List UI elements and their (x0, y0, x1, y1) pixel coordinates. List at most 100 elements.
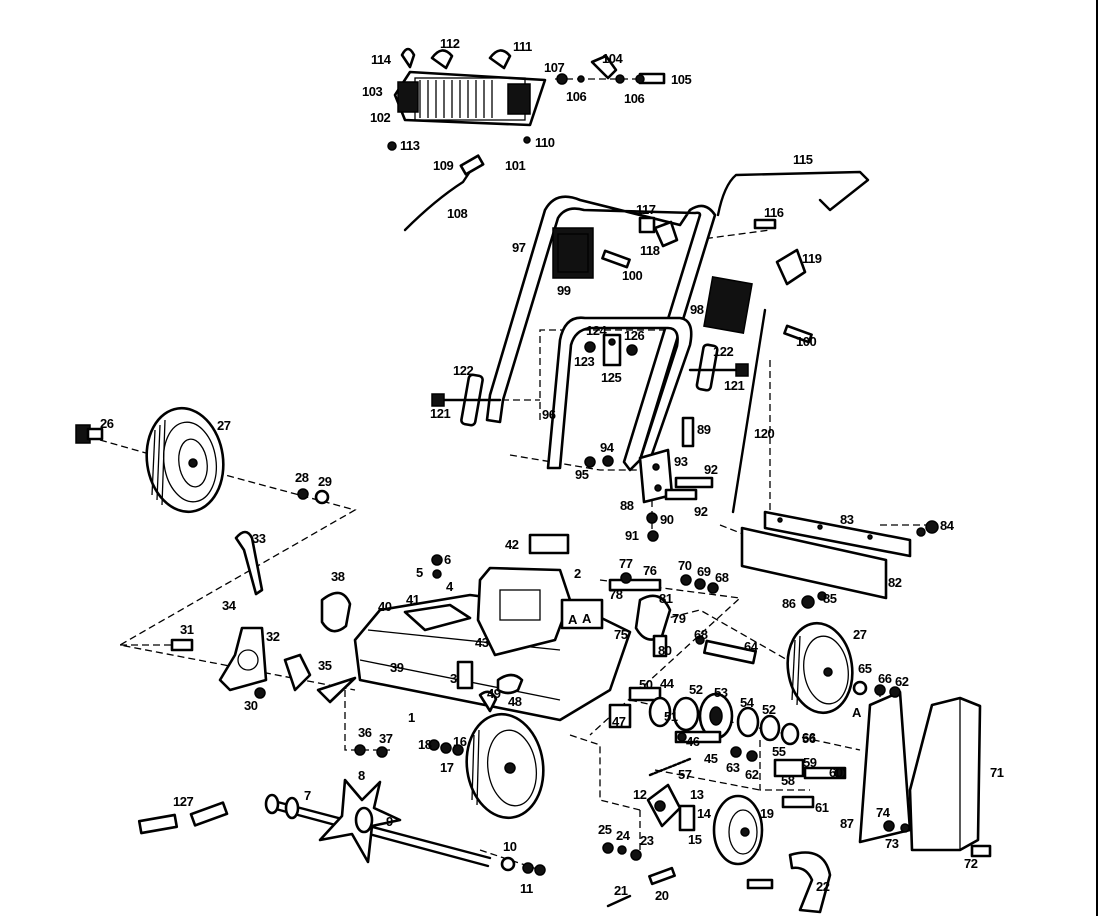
label-83: 83 (840, 512, 854, 527)
label-96: 96 (542, 407, 556, 422)
label-89: 89 (697, 422, 711, 437)
label-86: 86 (782, 596, 796, 611)
label-68-right: 68 (715, 570, 729, 585)
label-62-bottom: 62 (745, 767, 759, 782)
label-17: 17 (440, 760, 454, 775)
label-37: 37 (379, 731, 393, 746)
label-74: 74 (876, 805, 891, 820)
label-27-left: 27 (217, 418, 231, 433)
label-15: 15 (688, 832, 702, 847)
rear-flap-82 (740, 526, 888, 600)
label-95: 95 (575, 467, 589, 482)
tine-shaft (137, 778, 546, 876)
label-31: 31 (180, 622, 194, 637)
label-48: 48 (508, 694, 522, 709)
chute-38 (320, 591, 352, 633)
label-55: 55 (772, 744, 786, 759)
wheel-front-left (465, 712, 545, 820)
label-11: 11 (520, 881, 533, 896)
label-24: 24 (616, 828, 631, 843)
label-94: 94 (600, 440, 615, 455)
label-73: 73 (885, 836, 899, 851)
label-112: 112 (440, 36, 460, 51)
label-79: 79 (672, 611, 686, 626)
label-69: 69 (697, 564, 711, 579)
label-121-left: 121 (430, 406, 450, 421)
label-68-left: 68 (694, 627, 708, 642)
label-66-top: 66 (878, 671, 892, 686)
label-28: 28 (295, 470, 309, 485)
label-104: 104 (602, 51, 623, 66)
label-8: 8 (358, 768, 365, 783)
throttle-cable (403, 162, 477, 232)
label-33: 33 (252, 531, 266, 546)
rear-flap-83 (763, 510, 912, 558)
handle-knob-left (431, 373, 502, 427)
label-121-right: 121 (724, 378, 744, 393)
label-27-right: 27 (853, 627, 867, 642)
wheel-left-rear (145, 406, 225, 514)
label-126: 126 (624, 328, 644, 343)
label-22: 22 (816, 879, 830, 894)
label-14: 14 (697, 806, 712, 821)
label-39: 39 (390, 660, 404, 675)
label-72: 72 (964, 856, 978, 871)
label-42: 42 (505, 537, 519, 552)
label-50: 50 (639, 677, 653, 692)
label-93: 93 (674, 454, 688, 469)
label-25: 25 (598, 822, 612, 837)
handle-knob-right (688, 343, 749, 392)
label-116: 116 (764, 205, 784, 220)
bracket-119 (775, 248, 807, 286)
label-117: 117 (636, 202, 656, 217)
label-59: 59 (803, 755, 817, 770)
mower-deck (353, 533, 632, 722)
label-78: 78 (609, 587, 623, 602)
label-81: 81 (659, 591, 673, 606)
top-bracket-hardware (556, 54, 666, 85)
handle-assembly (387, 47, 870, 542)
wheel-right-rear (786, 621, 854, 715)
drive-train (602, 572, 847, 914)
control-rod (716, 170, 870, 217)
label-106-left: 106 (566, 89, 586, 104)
label-57: 57 (678, 767, 692, 782)
label-56: 56 (802, 731, 816, 746)
label-84: 84 (940, 518, 955, 533)
label-80: 80 (658, 643, 672, 658)
label-97: 97 (512, 240, 526, 255)
height-adjuster (170, 530, 357, 704)
upper-handle-bar (485, 195, 717, 472)
label-120: 120 (754, 426, 774, 441)
label-124: 124 (586, 323, 607, 338)
label-123: 123 (574, 354, 594, 369)
label-1: 1 (408, 710, 415, 725)
label-118: 118 (640, 243, 660, 258)
label-10: 10 (503, 839, 517, 854)
control-panel (387, 47, 547, 151)
label-82: 82 (888, 575, 902, 590)
label-98: 98 (690, 302, 704, 317)
label-13: 13 (690, 787, 704, 802)
drive-wheel-19 (712, 794, 764, 866)
label-9: 9 (386, 814, 393, 829)
label-4: 4 (446, 579, 454, 594)
control-rod-120 (731, 308, 767, 514)
label-107: 107 (544, 60, 564, 75)
plate-42 (528, 533, 570, 555)
label-103: 103 (362, 84, 382, 99)
label-113: 113 (400, 138, 420, 153)
label-64: 64 (744, 639, 759, 654)
label-92-bottom: 92 (694, 504, 708, 519)
label-49: 49 (487, 686, 501, 701)
label-58: 58 (781, 773, 795, 788)
label-102: 102 (370, 110, 390, 125)
label-43: 43 (475, 635, 489, 650)
label-115: 115 (793, 152, 813, 167)
label-76: 76 (643, 563, 657, 578)
label-23: 23 (640, 833, 654, 848)
label-105: 105 (671, 72, 691, 87)
label-20: 20 (655, 888, 669, 903)
label-6: 6 (444, 552, 451, 567)
